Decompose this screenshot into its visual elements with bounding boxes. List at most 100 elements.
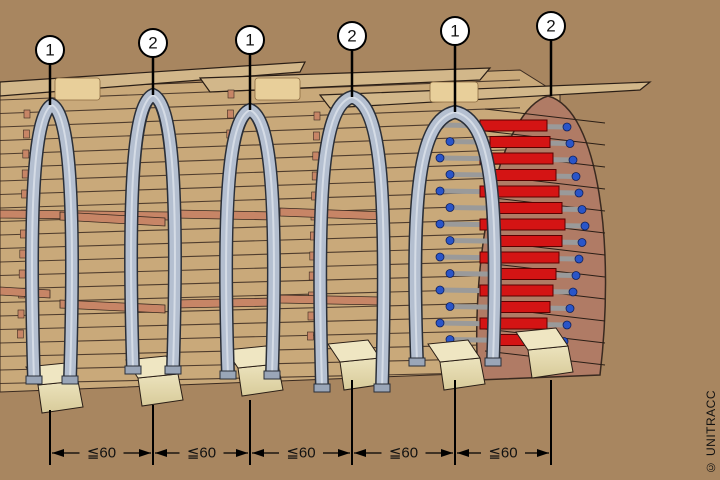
lagging-board-line bbox=[0, 232, 521, 250]
prop-end-cap bbox=[435, 153, 445, 163]
callout-markers: 1 2 1 2 1 2 bbox=[35, 11, 566, 112]
prop-end-cap bbox=[445, 203, 455, 212]
footing-top bbox=[515, 327, 569, 351]
dimension-arrow-left bbox=[252, 449, 264, 457]
dimension-label: ≦60 bbox=[488, 445, 517, 462]
callout-label: 1 bbox=[245, 31, 254, 50]
prop-cylinder bbox=[479, 218, 566, 231]
lagging-board-line bbox=[0, 287, 521, 304]
prop-end-cap bbox=[577, 238, 587, 247]
prop-end-cap bbox=[571, 172, 581, 181]
brick-wedge bbox=[313, 111, 321, 121]
lagging-board-line bbox=[0, 301, 521, 317]
dimension-arrow-right bbox=[338, 449, 350, 457]
footing-top bbox=[327, 339, 381, 363]
prop-end-cap bbox=[445, 269, 455, 278]
callout-label: 1 bbox=[45, 41, 54, 60]
brick-wedge bbox=[23, 129, 30, 139]
brick-wedge bbox=[21, 169, 29, 179]
prop-end-cap bbox=[435, 186, 445, 196]
brick-wedge bbox=[19, 249, 27, 259]
prop-end-cap bbox=[445, 170, 455, 179]
lagging-board-line bbox=[0, 190, 521, 209]
dimension-arrow-right bbox=[537, 449, 549, 457]
callout-lagging: 2 bbox=[138, 28, 168, 95]
dimension-arrow-right bbox=[441, 449, 453, 457]
arch-base-plate bbox=[313, 383, 331, 393]
prop-end-cap bbox=[445, 137, 455, 146]
lagging-board-line bbox=[0, 260, 521, 277]
prop-end-cap bbox=[435, 285, 445, 295]
arch-base-plate bbox=[263, 370, 281, 380]
prop-end-cap bbox=[565, 139, 575, 148]
lagging-board-line bbox=[0, 176, 521, 196]
spacing-dimension-chain: ≦60≦60≦60≦60≦60 bbox=[49, 380, 552, 465]
prop-end-cap bbox=[562, 320, 572, 330]
prop-end-cap bbox=[574, 254, 584, 264]
lagging-board-line bbox=[0, 315, 521, 331]
callout-arch: 1 bbox=[235, 25, 265, 110]
callout-circle bbox=[440, 16, 470, 46]
callout-circle bbox=[536, 11, 566, 41]
lagging-board-line bbox=[0, 162, 521, 182]
prop-end-cap bbox=[562, 122, 572, 132]
dimension-arrow-right bbox=[236, 449, 248, 457]
lagging-board-line bbox=[0, 329, 521, 344]
prop-end-cap bbox=[580, 221, 590, 231]
brick-wedge bbox=[227, 109, 234, 119]
lagging-board-line bbox=[0, 218, 521, 236]
dimension-arrow-left bbox=[52, 449, 64, 457]
callout-circle bbox=[138, 28, 168, 58]
prop-end-cap bbox=[435, 252, 445, 262]
footing-block bbox=[37, 380, 84, 414]
prop-end-cap bbox=[445, 302, 455, 311]
roof-slab bbox=[318, 81, 652, 109]
brick-wedge bbox=[22, 149, 30, 159]
callout-arch: 1 bbox=[440, 16, 470, 112]
callout-circle bbox=[235, 25, 265, 55]
arch-base-plate bbox=[373, 383, 391, 393]
prop-cylinder bbox=[479, 251, 560, 264]
footing-top bbox=[427, 339, 481, 363]
dimension-arrow-left bbox=[155, 449, 167, 457]
lagging-board-line bbox=[0, 246, 521, 263]
dimension-label: ≦60 bbox=[286, 445, 315, 462]
hydraulic-props bbox=[435, 119, 590, 346]
prop-end-cap bbox=[435, 219, 445, 229]
face-board-line bbox=[484, 108, 606, 124]
prop-end-cap bbox=[574, 188, 584, 198]
prop-cylinder bbox=[479, 317, 548, 330]
dimension-arrow-right bbox=[139, 449, 151, 457]
rubble-patch bbox=[254, 77, 301, 101]
brick-wedge bbox=[18, 269, 26, 279]
callout-label: 1 bbox=[450, 22, 459, 41]
steel-arch-highlight bbox=[31, 103, 73, 381]
dimension-label: ≦60 bbox=[389, 445, 418, 462]
prop-cylinder bbox=[489, 202, 563, 214]
dimension-segment: ≦60 bbox=[354, 445, 453, 462]
prop-end-cap bbox=[445, 236, 455, 245]
callout-circle bbox=[35, 35, 65, 65]
callout-label: 2 bbox=[347, 27, 356, 46]
prop-end-cap bbox=[577, 205, 587, 214]
copyright-notice: © UNITRACC bbox=[704, 389, 718, 474]
prop-end-cap bbox=[565, 304, 575, 313]
brick-wedge bbox=[313, 131, 320, 141]
callout-label: 2 bbox=[148, 34, 157, 53]
brick-wedge bbox=[17, 309, 25, 319]
dimension-label: ≦60 bbox=[187, 445, 216, 462]
dimension-segment: ≦60 bbox=[457, 445, 549, 462]
arch-base-plate bbox=[61, 375, 79, 385]
callout-lagging: 2 bbox=[337, 21, 367, 97]
brick-wedge bbox=[17, 329, 24, 339]
arch-base-plate bbox=[124, 365, 142, 375]
footing-block bbox=[527, 345, 574, 379]
brick-wedge bbox=[227, 89, 235, 99]
arch-base-plate bbox=[408, 357, 426, 367]
footing-block bbox=[439, 357, 486, 391]
callout-label: 2 bbox=[546, 17, 555, 36]
prop-cylinder bbox=[489, 169, 557, 181]
arch-base-plate bbox=[25, 375, 43, 385]
